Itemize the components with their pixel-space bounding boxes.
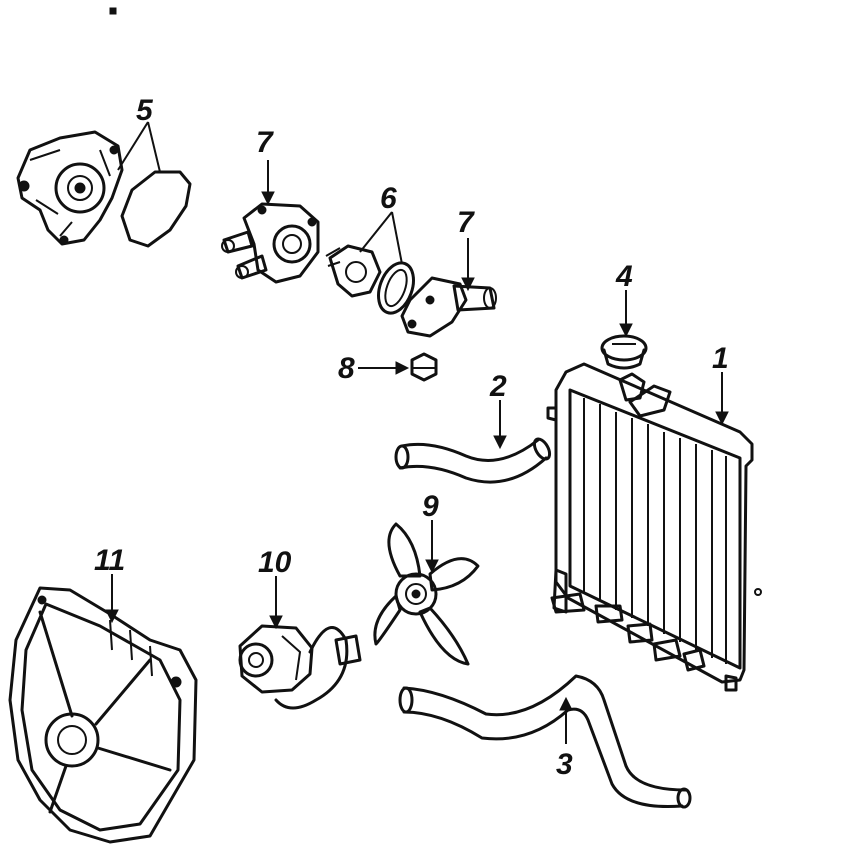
- callout-10: 10: [258, 546, 292, 579]
- callout-3-arrow: [559, 696, 573, 711]
- thermostat-seal-ring[interactable]: [372, 258, 420, 318]
- callout-5: 5: [136, 94, 154, 127]
- callout-2: 2: [489, 370, 507, 403]
- callout-4: 4: [615, 260, 633, 293]
- callout-11-arrow: [105, 609, 119, 624]
- radiator[interactable]: [546, 362, 762, 692]
- fan-shroud[interactable]: [8, 586, 198, 844]
- callout-2-arrow: [493, 435, 507, 450]
- water-pump[interactable]: [16, 130, 124, 246]
- fan-motor[interactable]: [238, 624, 362, 710]
- callout-6-leader: [359, 211, 403, 265]
- callout-7b-arrow: [461, 277, 475, 292]
- callout-7a: 7: [256, 126, 274, 159]
- callout-8-arrow: [395, 361, 410, 375]
- callout-10-arrow: [269, 615, 283, 630]
- callout-1: 1: [712, 342, 729, 375]
- callout-3: 3: [556, 748, 573, 781]
- callout-9: 9: [422, 490, 439, 523]
- callout-9-arrow: [425, 559, 439, 574]
- corner-mark: [109, 7, 117, 15]
- water-inlet[interactable]: [400, 276, 497, 338]
- callout-5-leader: [117, 121, 161, 173]
- cooling-fan[interactable]: [373, 522, 480, 666]
- callout-8: 8: [338, 352, 355, 385]
- callout-7b: 7: [457, 206, 475, 239]
- callout-11: 11: [94, 544, 125, 577]
- lower-radiator-hose[interactable]: [398, 674, 692, 809]
- callout-1-arrow: [715, 411, 729, 426]
- water-pump-gasket[interactable]: [120, 170, 192, 248]
- callout-6: 6: [380, 182, 397, 215]
- thermostat[interactable]: [325, 244, 382, 298]
- thermostat-housing[interactable]: [221, 202, 320, 284]
- radiator-cap[interactable]: [600, 334, 648, 370]
- upper-radiator-hose[interactable]: [394, 436, 553, 484]
- callout-7a-arrow: [261, 191, 275, 206]
- temperature-sensor[interactable]: [410, 352, 438, 382]
- callout-4-arrow: [619, 323, 633, 338]
